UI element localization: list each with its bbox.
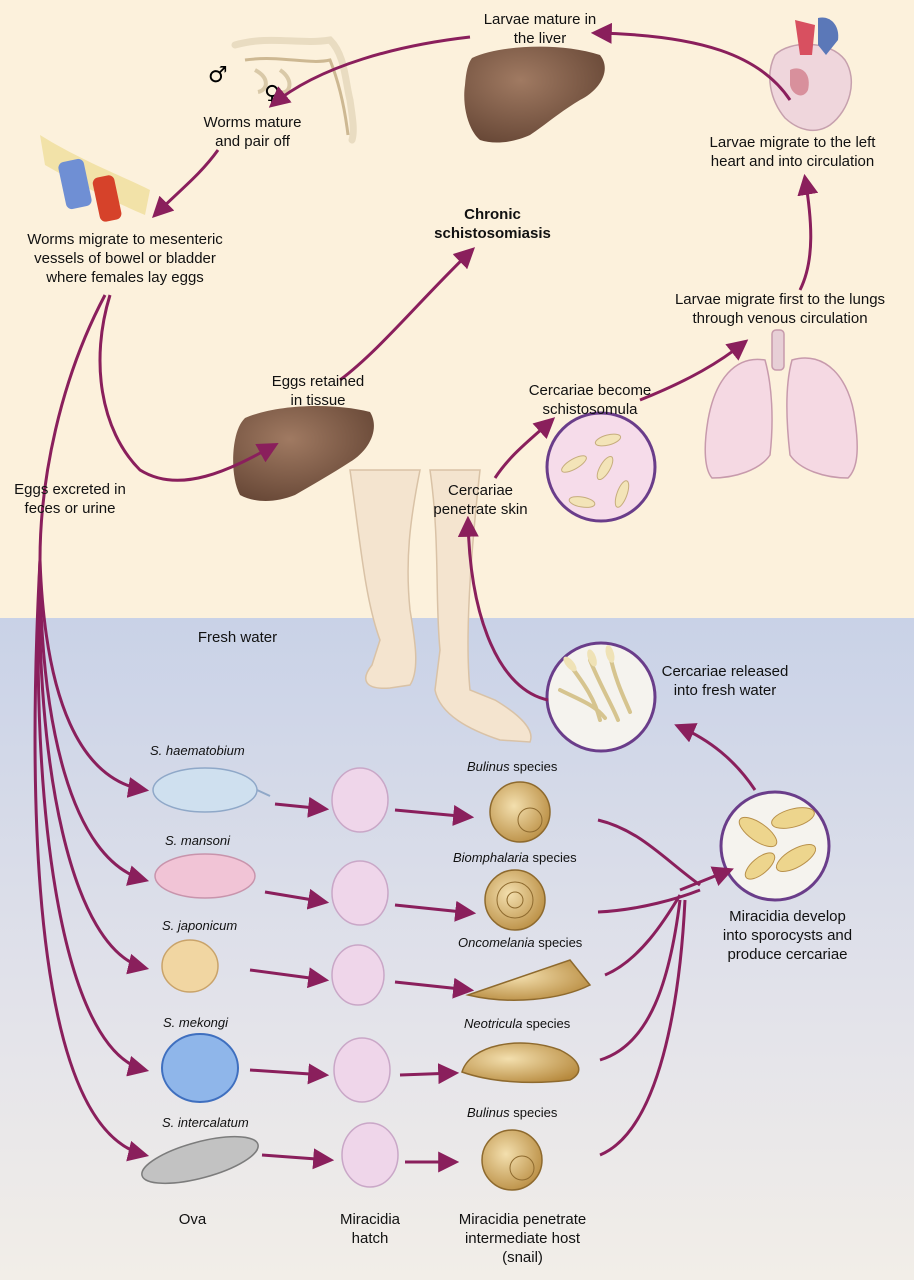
label-ova: Ova <box>178 1211 207 1228</box>
snail-biomphalaria <box>484 869 546 931</box>
miracidium-1 <box>331 767 389 833</box>
host-name-bulinus-2: Bulinus species <box>467 1105 558 1120</box>
miracidium-2 <box>331 860 389 926</box>
snail-oncomelania <box>465 959 592 1001</box>
snail-bulinus-2 <box>481 1129 543 1191</box>
lungs-illustration <box>704 329 858 479</box>
egg-mansoni <box>154 853 256 899</box>
species-name-mekongi: S. mekongi <box>163 1015 229 1030</box>
miracidium-4 <box>333 1037 391 1103</box>
arrow-heart-to-liver <box>590 22 792 101</box>
liver-illustration-top <box>464 46 605 143</box>
arrow-sporocyst-to-released <box>674 723 757 791</box>
species-name-intercalatum: S. intercalatum <box>162 1115 249 1130</box>
miracidium-5 <box>341 1122 399 1188</box>
arrow-eggs-to-chronic <box>339 247 476 382</box>
host-name-biomphalaria: Biomphalaria species <box>453 850 577 865</box>
row-arrows <box>249 796 477 1173</box>
arrow-released-to-skin <box>457 515 549 702</box>
host-name-bulinus-1: Bulinus species <box>467 759 558 774</box>
host-name-neotricula: Neotricula species <box>464 1016 571 1031</box>
snail-to-sporocyst-arrows <box>597 818 734 1157</box>
species-name-mansoni: S. mansoni <box>165 833 231 848</box>
cycle-arrows <box>98 22 819 791</box>
arrow-liver-to-worms <box>268 35 471 108</box>
human-legs-illustration <box>349 469 532 743</box>
miracidium-3 <box>331 944 385 1006</box>
egg-mekongi <box>161 1033 239 1103</box>
cercariae-circle <box>545 641 657 753</box>
arrow-lungs-to-heart <box>797 173 819 291</box>
blood-vessels-illustration <box>40 135 150 222</box>
host-name-oncomelania: Oncomelania species <box>458 935 583 950</box>
arrow-schistosomula-to-lungs <box>639 339 749 402</box>
schistosomula-circle <box>545 411 657 523</box>
arrow-vessels-to-eggs <box>98 294 279 482</box>
species-name-japonicum: S. japonicum <box>162 918 238 933</box>
snail-neotricula <box>461 1042 580 1084</box>
arrow-worms-to-vessels <box>152 149 220 218</box>
arrow-skin-to-schistosomula <box>493 417 556 479</box>
snail-bulinus-1 <box>489 781 551 843</box>
label-fresh-water: Fresh water <box>197 629 278 646</box>
sporocyst-circle <box>719 790 831 902</box>
liver-illustration-middle <box>233 406 374 501</box>
egg-intercalatum <box>141 1135 259 1185</box>
egg-excretion-arrows <box>33 294 150 1162</box>
egg-haematobium <box>152 767 271 813</box>
heart-illustration <box>769 17 853 132</box>
male-symbol: ♂ <box>208 63 228 88</box>
egg-japonicum <box>161 939 219 993</box>
species-name-haematobium: S. haematobium <box>150 743 245 758</box>
